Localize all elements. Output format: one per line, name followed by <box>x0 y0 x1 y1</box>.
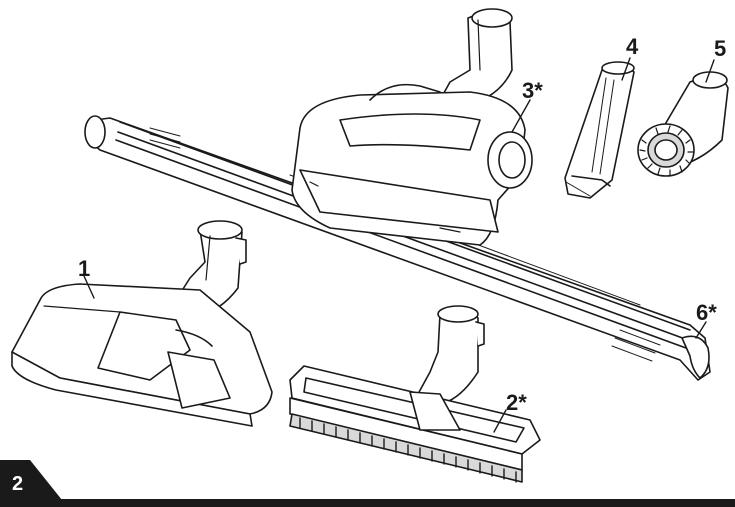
label-parquet-brush: 2* <box>506 390 527 415</box>
leader-5 <box>705 59 715 83</box>
dusting-brush-drawing <box>637 71 729 177</box>
leader-6 <box>695 321 707 339</box>
leader-1 <box>83 275 95 299</box>
figure-number: 2 <box>12 473 24 495</box>
leader-2 <box>493 409 507 433</box>
base-rule <box>0 499 735 507</box>
leader-4 <box>621 57 631 81</box>
label-floor-nozzle: 1 <box>78 256 91 281</box>
parquet-brush-drawing <box>289 305 541 483</box>
label-dusting-brush: 5 <box>714 36 727 61</box>
label-turbo-brush: 3* <box>522 78 543 103</box>
leader-3 <box>511 99 531 133</box>
label-crevice-tool: 4 <box>626 34 639 59</box>
turbo-brush-drawing <box>291 8 533 246</box>
label-telescopic-tube: 6* <box>696 300 717 325</box>
floor-nozzle-drawing <box>11 220 273 427</box>
crevice-tool-drawing <box>564 61 635 199</box>
figure-badge <box>0 460 62 500</box>
